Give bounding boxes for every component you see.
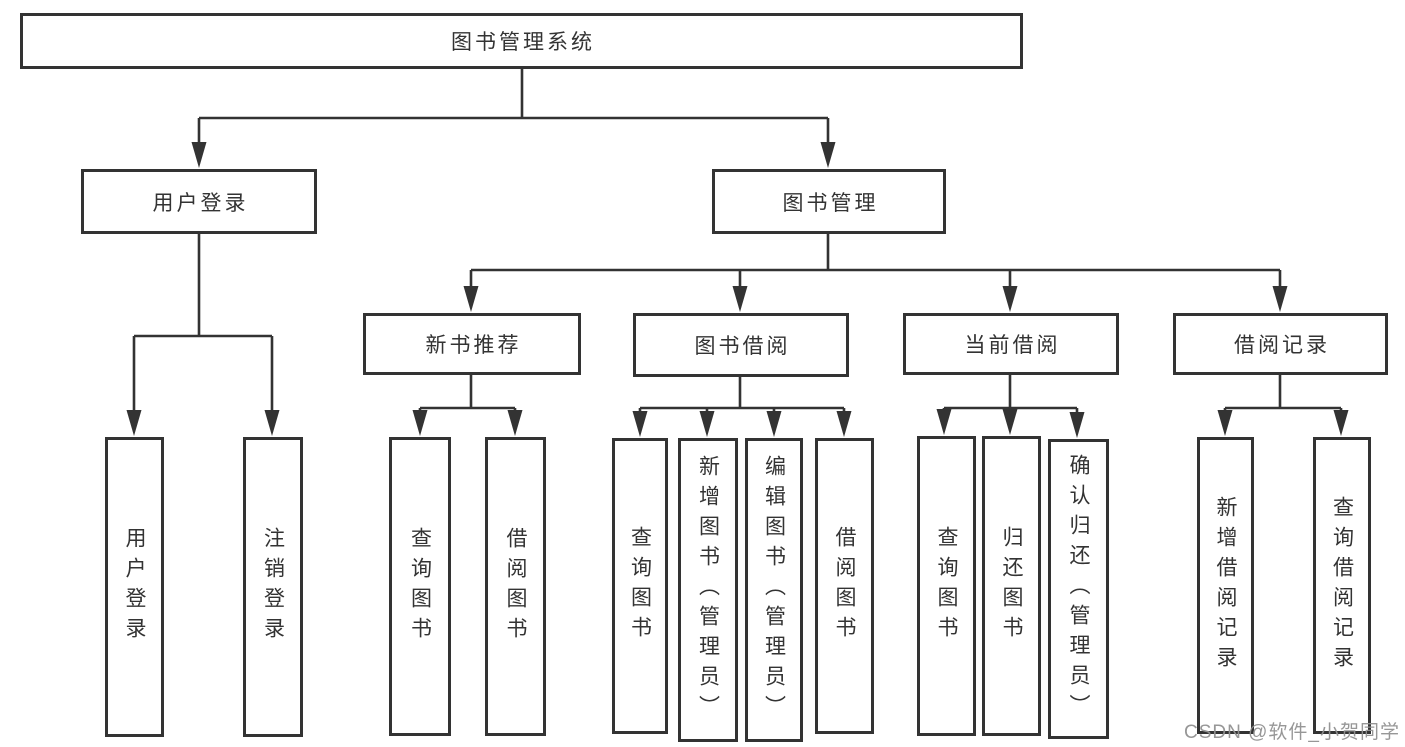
leaf-label: 新增图书（管理员） xyxy=(696,455,720,725)
leaf-add-book-admin: 新增图书（管理员） xyxy=(678,438,738,742)
leaf-borrow-book-recommend: 借阅图书 xyxy=(485,437,546,736)
leaf-user-login: 用户登录 xyxy=(105,437,164,737)
leaf-query-borrow-record: 查询借阅记录 xyxy=(1313,437,1371,734)
node-book-management: 图书管理 xyxy=(712,169,946,234)
node-user-login: 用户登录 xyxy=(81,169,317,234)
leaf-return-book: 归还图书 xyxy=(982,436,1041,736)
leaf-edit-book-admin: 编辑图书（管理员） xyxy=(745,438,803,742)
leaf-label: 查询借阅记录 xyxy=(1330,495,1354,676)
node-new-book-recommend: 新书推荐 xyxy=(363,313,581,375)
leaf-query-book-current: 查询图书 xyxy=(917,436,976,736)
node-borrow-records: 借阅记录 xyxy=(1173,313,1388,375)
leaf-label: 编辑图书（管理员） xyxy=(762,455,786,725)
leaf-borrow-book: 借阅图书 xyxy=(815,438,874,734)
leaf-label: 归还图书 xyxy=(1000,526,1023,646)
node-root-system: 图书管理系统 xyxy=(20,13,1023,69)
leaf-label: 注销登录 xyxy=(261,527,285,647)
leaf-label: 用户登录 xyxy=(123,527,146,647)
leaf-label: 新增借阅记录 xyxy=(1214,495,1237,676)
leaf-query-book-borrow: 查询图书 xyxy=(612,438,668,734)
csdn-watermark: CSDN @软件_小贺同学 xyxy=(1184,722,1400,743)
leaf-label: 确认归还（管理员） xyxy=(1067,454,1090,724)
leaf-add-borrow-record: 新增借阅记录 xyxy=(1197,437,1254,734)
leaf-label: 借阅图书 xyxy=(833,526,856,646)
node-book-borrow: 图书借阅 xyxy=(633,313,849,377)
leaf-label: 查询图书 xyxy=(408,526,432,647)
node-current-borrow: 当前借阅 xyxy=(903,313,1119,375)
leaf-confirm-return-admin: 确认归还（管理员） xyxy=(1048,439,1109,739)
leaf-label: 查询图书 xyxy=(628,526,652,646)
leaf-query-book-recommend: 查询图书 xyxy=(389,437,451,736)
leaf-label: 查询图书 xyxy=(935,526,958,646)
leaf-label: 借阅图书 xyxy=(504,526,527,647)
leaf-logout: 注销登录 xyxy=(243,437,303,737)
